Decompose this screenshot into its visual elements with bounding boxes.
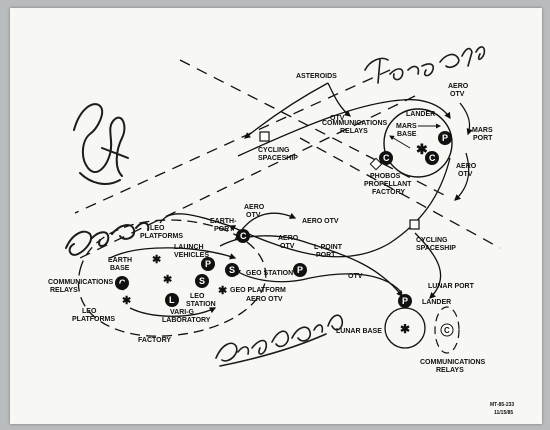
badge-s-leo: S xyxy=(195,274,209,288)
svg-text:P: P xyxy=(205,259,211,269)
badge-p-lpoint: P xyxy=(293,263,307,277)
footer-date: 11/15/85 xyxy=(494,410,513,416)
badge-c-mars: C xyxy=(379,151,393,165)
badge-s-geo: S xyxy=(225,263,239,277)
label-geo-platform: GEO PLATFORM xyxy=(230,287,286,294)
label-lunar-port: LUNAR PORT xyxy=(428,283,475,290)
lunar-return xyxy=(233,269,403,294)
signature-left-middle xyxy=(65,222,150,256)
dashed-line-3 xyxy=(74,69,391,214)
footer-code: MT-85-233 xyxy=(490,402,514,408)
signatures xyxy=(65,46,486,367)
phobos-factory-icon xyxy=(369,157,383,171)
asteroid-route xyxy=(327,82,352,117)
label-earth-port: EARTH-PORT xyxy=(210,218,237,233)
cycling-spaceship-upper-icon xyxy=(259,131,270,142)
earth-facility-stars: ✱ ✱ ✱ ✱ xyxy=(122,254,227,307)
dashed-line-2 xyxy=(299,137,501,249)
leo-platform-arc xyxy=(129,307,217,317)
label-aero-otv-geo: AERO OTV xyxy=(246,296,283,303)
leo-platform-star-icon: ✱ xyxy=(163,274,172,286)
mars-aero-otv-arc-top xyxy=(459,102,473,136)
svg-text:P: P xyxy=(297,265,303,275)
label-factory: FACTORY xyxy=(138,337,171,344)
label-asteroids: ASTEROIDS xyxy=(296,73,337,80)
signature-left-upper xyxy=(73,103,129,185)
earth-base-marker-icon xyxy=(118,280,128,291)
svg-text:L: L xyxy=(169,295,175,305)
badge-p-lunar: P xyxy=(398,294,412,308)
mars-body: ✱ xyxy=(383,108,453,178)
svg-text:S: S xyxy=(199,276,205,286)
earth-system-ellipse xyxy=(77,219,267,337)
label-lander-lunar: LANDER xyxy=(422,299,451,306)
label-geo-station: GEO STATION xyxy=(246,270,293,277)
mars-lander-link xyxy=(389,135,411,149)
svg-text:P: P xyxy=(442,133,448,143)
mars-aero-otv-arc-right xyxy=(454,152,470,201)
svg-text:C: C xyxy=(240,231,247,241)
space-transportation-diagram: ✱ ✱ C C P C P S xyxy=(48,46,514,416)
diagram-sheet: ✱ ✱ C C P C P S xyxy=(10,8,542,424)
leo-orbit-arc xyxy=(109,247,237,260)
svg-text:P: P xyxy=(402,296,408,306)
svg-text:C: C xyxy=(383,153,390,163)
dashed-line-4 xyxy=(79,95,416,259)
return-orbit xyxy=(228,157,451,258)
svg-text:S: S xyxy=(229,265,235,275)
label-otv-mars: OTV xyxy=(330,115,345,122)
geo-platform-star-icon: ✱ xyxy=(218,285,227,297)
label-lunar-base: LUNAR BASE xyxy=(336,328,382,335)
asteroid-return xyxy=(243,82,329,139)
mars-base-star-icon: ✱ xyxy=(416,141,428,157)
factory-star-icon: ✱ xyxy=(122,295,131,307)
lunar-comm-relay-orbit xyxy=(434,306,460,354)
svg-text:C: C xyxy=(429,153,436,163)
badge-l-leo: L xyxy=(165,293,179,307)
mars-circle xyxy=(383,108,453,178)
launch-vehicles-star-icon: ✱ xyxy=(152,254,161,266)
earth-link-1 xyxy=(159,213,231,227)
badge-c-earth: C xyxy=(236,229,250,243)
label-aero-otv-mid: AERO OTV xyxy=(302,218,339,225)
badge-p-earthport: P xyxy=(201,257,215,271)
lunar-base-star-icon: ✱ xyxy=(400,322,410,336)
badge-c-mars-2: C xyxy=(425,151,439,165)
label-otv-lpoint: OTV xyxy=(348,273,363,280)
label-lander-mars: LANDER xyxy=(406,111,435,118)
signature-bottom xyxy=(215,314,344,367)
badge-c-lunar-relay: C xyxy=(440,323,454,337)
svg-text:C: C xyxy=(444,326,450,335)
spaceship-markers xyxy=(118,131,420,291)
cycling-spaceship-lower-arc xyxy=(414,232,442,299)
signature-top-right xyxy=(364,46,486,84)
mars-transfer-orbit xyxy=(237,98,451,157)
cycling-spaceship-lower-icon xyxy=(409,219,420,230)
badge-p-mars: P xyxy=(438,131,452,145)
